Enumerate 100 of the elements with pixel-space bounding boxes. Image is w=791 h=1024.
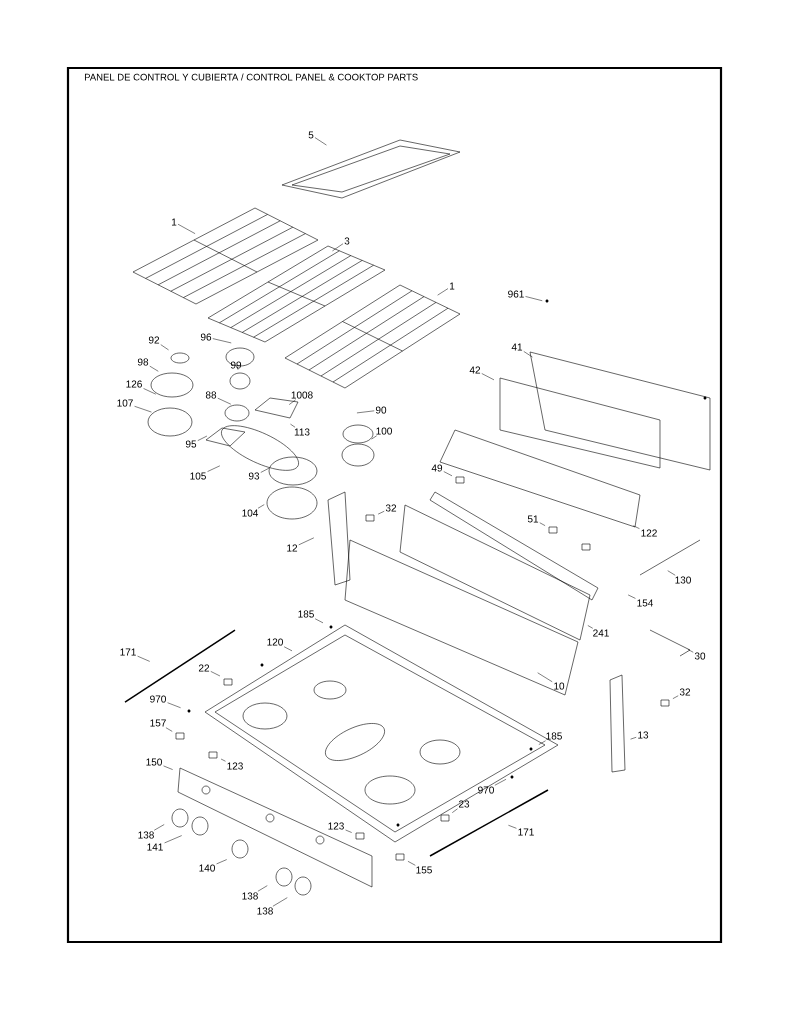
callout-number: 104 <box>242 509 259 517</box>
callout-number: 5 <box>308 131 314 139</box>
callout-number: 126 <box>126 380 142 388</box>
leader-line <box>537 672 553 683</box>
leader-line <box>207 465 221 472</box>
leader-line <box>260 467 270 473</box>
callout-number: 30 <box>694 652 706 660</box>
leader-line <box>539 522 546 526</box>
leader-line <box>494 779 507 786</box>
callout-number: 51 <box>527 515 539 523</box>
leader-line <box>630 737 637 740</box>
leader-line <box>314 137 327 146</box>
callout-number: 130 <box>675 576 691 584</box>
leader-line <box>257 885 268 892</box>
callout-number: 49 <box>431 464 443 472</box>
leader-line <box>687 649 694 653</box>
leader-line <box>377 510 385 515</box>
leader-line <box>508 825 517 829</box>
leader-line <box>177 223 196 234</box>
callout-number: 1 <box>172 218 177 226</box>
leader-line <box>587 625 594 629</box>
callout-number: 171 <box>518 828 534 836</box>
leader-line <box>437 288 449 296</box>
leader-line <box>538 740 546 745</box>
leader-line <box>216 859 227 865</box>
leader-line <box>371 435 377 440</box>
leader-line <box>332 243 344 252</box>
callout-number: 42 <box>469 366 481 374</box>
leader-line <box>452 808 458 813</box>
callout-number: 241 <box>593 629 609 637</box>
callout-number: 92 <box>148 336 160 344</box>
callout-number: 122 <box>641 529 657 537</box>
leader-line <box>283 646 293 652</box>
callout-number: 105 <box>190 472 206 480</box>
leader-line <box>236 365 239 370</box>
callout-number: 1 <box>450 282 455 290</box>
callout-number: 100 <box>376 427 392 435</box>
callout-number: 961 <box>508 290 524 298</box>
leader-line <box>257 504 265 509</box>
callout-number: 107 <box>117 399 133 407</box>
callout-number: 10 <box>554 682 565 690</box>
leader-line <box>407 861 416 866</box>
callout-number: 13 <box>638 731 649 739</box>
callout-number: 157 <box>150 719 166 727</box>
callout-number: 93 <box>248 472 260 480</box>
leader-line <box>481 373 495 381</box>
leader-line <box>153 824 165 831</box>
callout-number: 185 <box>298 610 314 618</box>
leader-line <box>143 388 157 395</box>
callout-number: 138 <box>257 907 273 915</box>
leader-line <box>672 695 679 699</box>
leader-line <box>356 410 375 414</box>
callout-number: 1008 <box>291 391 313 399</box>
leader-line <box>314 618 324 624</box>
callout-number: 96 <box>200 333 212 341</box>
callout-number: 123 <box>328 822 344 830</box>
callout-number: 99 <box>230 361 242 369</box>
callout-number: 90 <box>375 406 387 414</box>
leader-line <box>220 758 226 762</box>
callout-number: 41 <box>511 343 523 351</box>
leader-line <box>627 594 636 599</box>
callout-number: 123 <box>227 762 243 770</box>
callout-number: 138 <box>138 831 154 839</box>
leader-line <box>443 471 453 477</box>
leader-line <box>298 537 315 546</box>
leader-line <box>160 344 169 351</box>
leader-line <box>345 829 352 833</box>
callout-number: 171 <box>120 648 136 656</box>
leader-line <box>134 406 152 413</box>
leader-line <box>137 655 150 662</box>
leader-line <box>167 702 181 708</box>
callout-number: 138 <box>242 892 258 900</box>
callout-number: 3 <box>344 237 350 245</box>
callout-number: 32 <box>679 688 691 696</box>
leader-line <box>288 399 296 405</box>
callout-number: 150 <box>146 758 162 766</box>
leader-line <box>149 365 159 372</box>
callout-number: 32 <box>385 504 397 512</box>
leader-line <box>212 338 232 344</box>
callout-number: 23 <box>458 800 470 808</box>
leader-line <box>525 296 543 301</box>
callout-number: 155 <box>416 866 432 874</box>
leader-line <box>217 397 232 405</box>
leader-line <box>290 423 296 428</box>
callout-number: 22 <box>198 664 210 672</box>
leader-line <box>523 351 533 358</box>
callout-number: 95 <box>185 440 197 448</box>
leader-line <box>165 727 173 732</box>
callout-number: 140 <box>199 864 215 872</box>
callout-number: 141 <box>147 843 163 851</box>
callout-number: 120 <box>267 638 283 646</box>
title: PANEL DE CONTROL Y CUBIERTA / CONTROL PANEL & COOKTOP PARTS <box>85 73 418 81</box>
leader-line <box>197 435 208 441</box>
leader-line <box>210 671 221 677</box>
callout-number: 12 <box>287 544 298 552</box>
callout-number: 113 <box>294 428 310 436</box>
callout-number: 185 <box>546 732 562 740</box>
callout-number: 970 <box>150 695 166 703</box>
callout-number: 98 <box>137 358 149 366</box>
callout-number: 970 <box>478 786 494 794</box>
